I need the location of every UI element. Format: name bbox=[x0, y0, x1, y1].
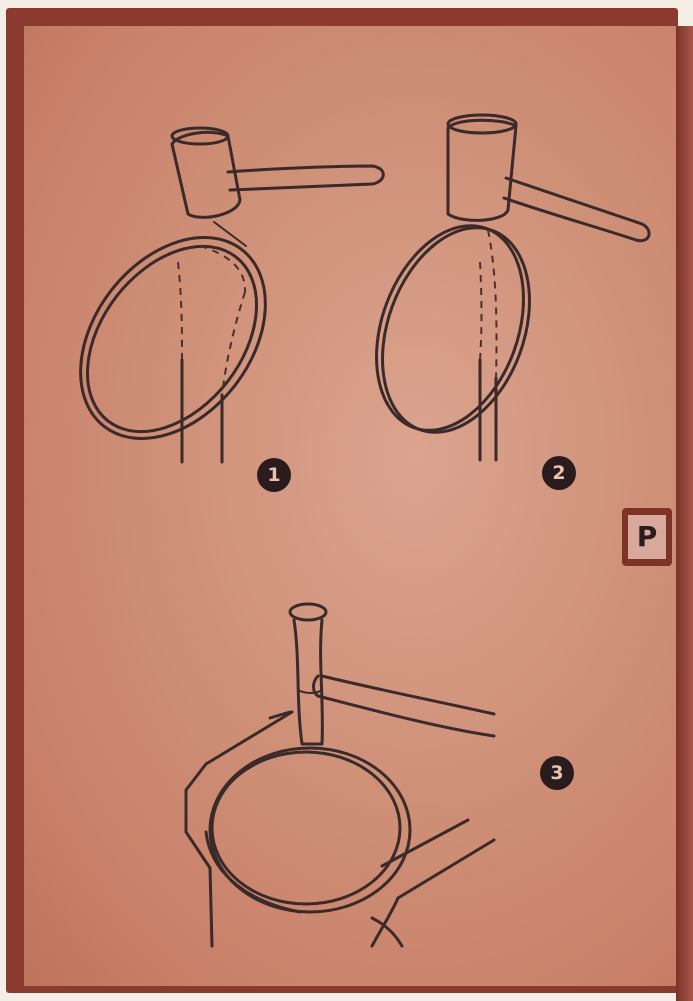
step-number-badge: 3 bbox=[540, 756, 574, 790]
side-index-tab[interactable]: P bbox=[622, 508, 672, 566]
side-index-tab-letter: P bbox=[628, 515, 666, 559]
figure-2-drawing bbox=[350, 115, 649, 460]
step-number-badge: 2 bbox=[542, 456, 576, 490]
figure-3-drawing bbox=[186, 604, 494, 946]
figure-1-drawing bbox=[43, 128, 384, 474]
step-number-badge: 1 bbox=[257, 458, 291, 492]
